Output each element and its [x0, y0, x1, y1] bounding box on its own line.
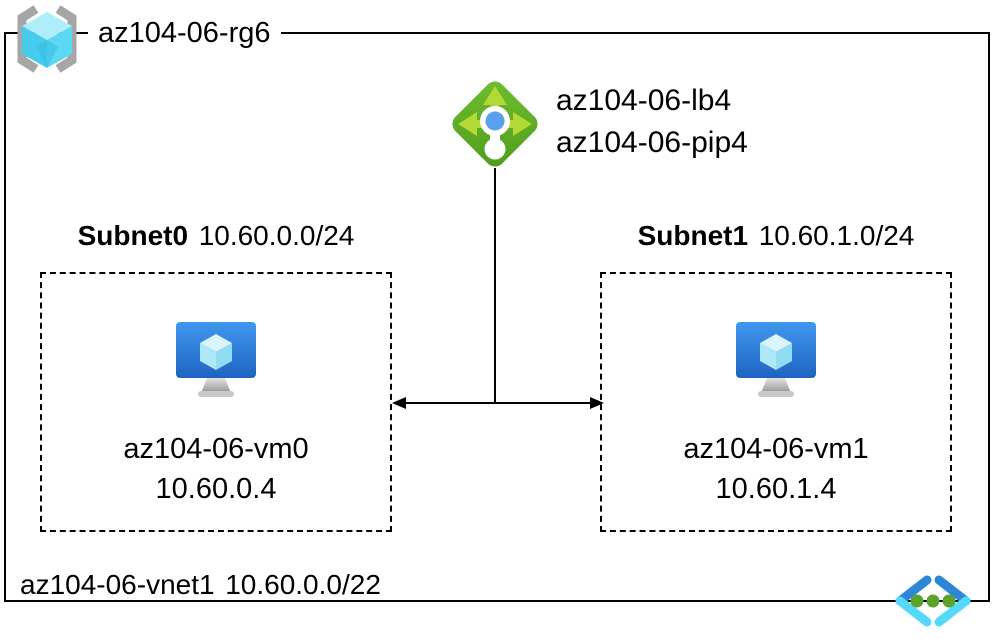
vm-stand-base [758, 391, 794, 397]
vm-cube-right [216, 343, 232, 370]
vm0-name: az104-06-vm0 [123, 433, 309, 465]
vm-cube-right [776, 343, 792, 370]
vnet-chevron-right-top [934, 575, 971, 606]
lb-arrow-right-head [513, 112, 532, 136]
lb-arrow-up-head [483, 86, 507, 105]
vm1-ip: 10.60.1.4 [715, 473, 837, 505]
cube-left-face [22, 26, 47, 68]
vnet-chevron-right-bottom [934, 596, 971, 627]
lb-blue-dot [485, 111, 505, 131]
public-ip-name: az104-06-pip4 [556, 126, 748, 159]
subnet0-cidr: 10.60.0.0/24 [198, 220, 355, 251]
subnet0-label: Subnet0 10.60.0.0/24 [40, 216, 392, 256]
vnet-name: az104-06-vnet1 [20, 569, 215, 600]
vnet-cidr: 10.60.0.0/22 [225, 569, 381, 600]
arrow-head-right [590, 397, 604, 409]
resource-group-label: az104-06-rg6 [88, 14, 281, 52]
subnet0-border [40, 272, 392, 532]
vm1-name: az104-06-vm1 [683, 433, 869, 465]
vm-cube-left [200, 343, 216, 370]
cube-shade [36, 40, 58, 68]
vnet-label: az104-06-vnet1 10.60.0.0/22 [20, 566, 381, 604]
vnet-chevron-left-bottom [895, 596, 932, 627]
vm-cube-left [760, 343, 776, 370]
subnet1-cidr: 10.60.1.0/24 [758, 220, 915, 251]
load-balancer-labels: az104-06-lb4 az104-06-pip4 [556, 80, 748, 164]
arrow-head-left [392, 397, 406, 409]
subnet1-name: Subnet1 [637, 220, 749, 251]
subnet0-name: Subnet0 [77, 220, 189, 251]
vnet-chevron-left-top [895, 575, 932, 606]
vnet-dot-1 [910, 594, 924, 608]
load-balancer-icon [452, 81, 538, 167]
cube-right-face [47, 26, 72, 68]
subnet1-border [600, 272, 952, 532]
vm-stand [201, 378, 231, 393]
virtual-network-icon [895, 575, 971, 627]
vnet-dot-2 [926, 594, 940, 608]
lb-keyhole-base [484, 138, 506, 160]
vm-stand-base [198, 391, 234, 397]
virtual-machine-icon [736, 322, 816, 397]
virtual-machine-icon [176, 322, 256, 397]
load-balancer-name: az104-06-lb4 [556, 84, 732, 117]
vm0-ip: 10.60.0.4 [155, 473, 277, 505]
vm-stand [761, 378, 791, 393]
resource-group-border [4, 32, 990, 602]
lb-arrow-left-head [458, 112, 477, 136]
subnet-arrow-connector [392, 397, 604, 409]
lb-connector-line [494, 168, 496, 403]
subnet1-label: Subnet1 10.60.1.0/24 [600, 216, 952, 256]
vnet-dot-3 [942, 594, 956, 608]
resource-group-icon [17, 5, 77, 73]
